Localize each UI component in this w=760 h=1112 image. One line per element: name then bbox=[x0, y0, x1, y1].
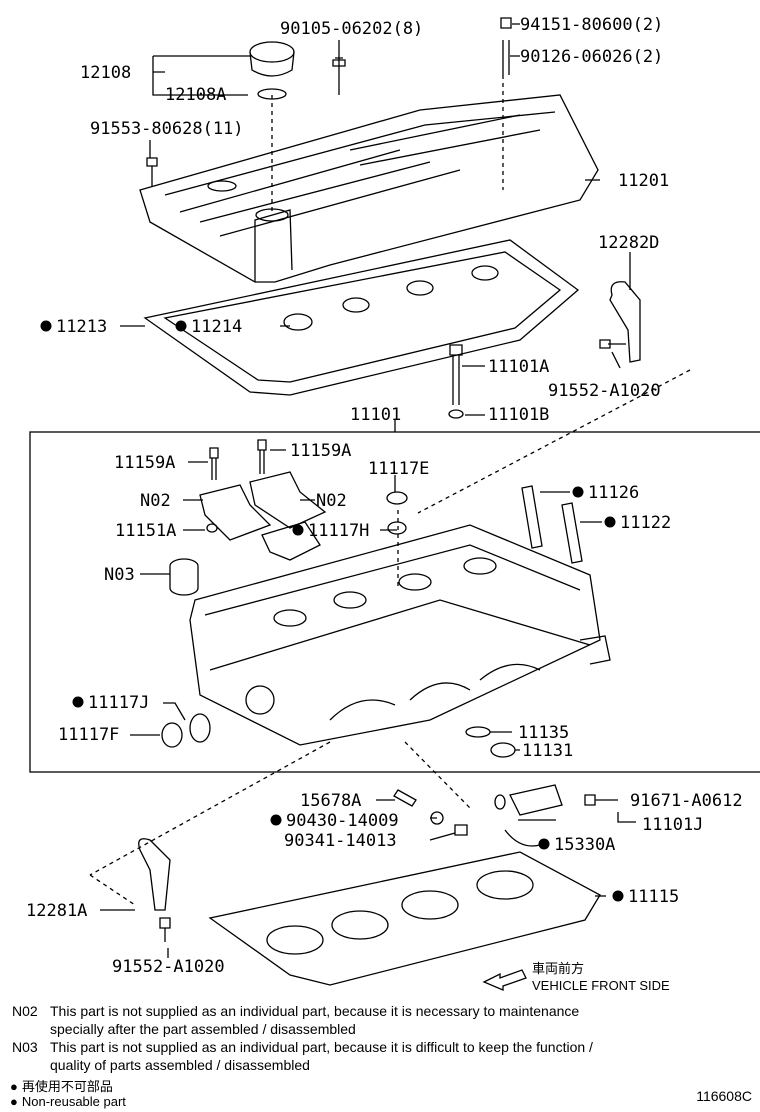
part-number-label: 12108A bbox=[165, 85, 226, 105]
note-line: This part is not supplied as an individu… bbox=[50, 1003, 580, 1019]
part-number-label: 12108 bbox=[80, 63, 131, 83]
part-number-label: 90105-06202(8) bbox=[280, 19, 423, 39]
part-number-label: 11159A bbox=[290, 441, 351, 461]
part-number-label: 11214 bbox=[191, 317, 242, 337]
seal-drawing bbox=[161, 713, 516, 758]
part-number-label: 11151A bbox=[115, 521, 176, 541]
part-number-label: 11101J bbox=[642, 815, 703, 835]
nonreusable-marker bbox=[72, 696, 84, 708]
part-number-label: N02 bbox=[316, 491, 347, 511]
legend-nonreusable-en: Non-reusable part bbox=[10, 1094, 126, 1109]
ocv-drawing bbox=[393, 784, 596, 836]
nonreusable-marker bbox=[572, 486, 584, 498]
part-number-label: 90430-14009 bbox=[286, 811, 399, 831]
part-number-label: 91552-A1020 bbox=[112, 957, 225, 977]
part-number-label: 11101 bbox=[350, 405, 401, 425]
part-number-label: 12281A bbox=[26, 901, 87, 921]
note-line: This part is not supplied as an individu… bbox=[50, 1039, 593, 1055]
part-number-label: 15330A bbox=[554, 835, 615, 855]
nonreusable-marker bbox=[40, 320, 52, 332]
part-number-label: 90126-06026(2) bbox=[520, 47, 663, 67]
note-line: quality of parts assembled / disassemble… bbox=[50, 1057, 310, 1073]
part-number-label: 12282D bbox=[598, 233, 659, 253]
valve-guide-drawing bbox=[521, 485, 583, 564]
head-cover-gasket-drawing bbox=[143, 239, 580, 396]
part-number-label: 11126 bbox=[588, 483, 639, 503]
note-n02: N02 This part is not supplied as an indiv… bbox=[12, 1002, 579, 1038]
note-line: specially after the part assembled / dis… bbox=[50, 1021, 356, 1037]
part-number-label: 11117H bbox=[308, 521, 369, 541]
part-number-label: 11159A bbox=[114, 453, 175, 473]
nonreusable-marker bbox=[292, 524, 304, 536]
nonreusable-marker bbox=[604, 516, 616, 528]
vehicle-front-label-en: VEHICLE FRONT SIDE bbox=[532, 978, 670, 993]
part-number-label: 11117J bbox=[88, 693, 149, 713]
tube-gasket-drawing bbox=[283, 265, 499, 331]
part-number-label: 11117F bbox=[58, 725, 119, 745]
note-n03: N03 This part is not supplied as an indiv… bbox=[12, 1038, 593, 1074]
nonreusable-marker bbox=[175, 320, 187, 332]
head-cover-drawing bbox=[139, 94, 599, 283]
bolts-drawing bbox=[146, 17, 512, 480]
part-number-label: N02 bbox=[140, 491, 171, 511]
bracket-12282d-drawing bbox=[609, 281, 641, 363]
part-number-label: 11117E bbox=[368, 459, 429, 479]
part-number-label: 91671-A0612 bbox=[630, 791, 743, 811]
cylinder-head-frame bbox=[29, 431, 760, 773]
part-number-label: 11115 bbox=[628, 887, 679, 907]
part-number-label: 11213 bbox=[56, 317, 107, 337]
guide-lines bbox=[89, 75, 691, 906]
note-code: N02 bbox=[12, 1003, 38, 1019]
legend-nonreusable-ja: 再使用不可部品 bbox=[10, 1076, 113, 1095]
front-arrow-drawing bbox=[482, 969, 527, 991]
cylinder-head-drawing bbox=[189, 524, 611, 746]
part-number-label: 90341-14013 bbox=[284, 831, 397, 851]
vehicle-front-label-ja: 車両前方 bbox=[532, 961, 585, 976]
part-labels: 90105-06202(8) 94151-80600(2) 90126-06026(… bbox=[26, 15, 743, 977]
part-number-label: 11101A bbox=[488, 357, 549, 377]
leader-lines bbox=[100, 23, 636, 958]
part-number-label: 11135 bbox=[518, 723, 569, 743]
note-code: N03 bbox=[12, 1039, 38, 1055]
head-gasket-drawing bbox=[208, 851, 601, 986]
part-number-label: 94151-80600(2) bbox=[520, 15, 663, 35]
part-number-label: 11101B bbox=[488, 405, 549, 425]
nonreusable-marker bbox=[270, 814, 282, 826]
oil-filler-cap-drawing bbox=[249, 41, 295, 100]
n03-drawing bbox=[169, 558, 199, 596]
part-drawings bbox=[29, 17, 760, 991]
cam-cap-drawing bbox=[199, 484, 272, 541]
part-number-label: 91552-A1020 bbox=[548, 381, 661, 401]
part-number-label: 11201 bbox=[618, 171, 669, 191]
part-number-label: 11122 bbox=[620, 513, 671, 533]
nonreusable-marker bbox=[538, 838, 550, 850]
bracket-12281a-drawing bbox=[138, 838, 171, 911]
part-number-label: N03 bbox=[104, 565, 135, 585]
nonreusable-marker bbox=[612, 890, 624, 902]
part-number-label: 91553-80628(11) bbox=[90, 119, 244, 139]
part-number-label: 11131 bbox=[522, 741, 573, 761]
part-number-label: 15678A bbox=[300, 791, 361, 811]
figure-id: 116608C bbox=[696, 1088, 752, 1104]
